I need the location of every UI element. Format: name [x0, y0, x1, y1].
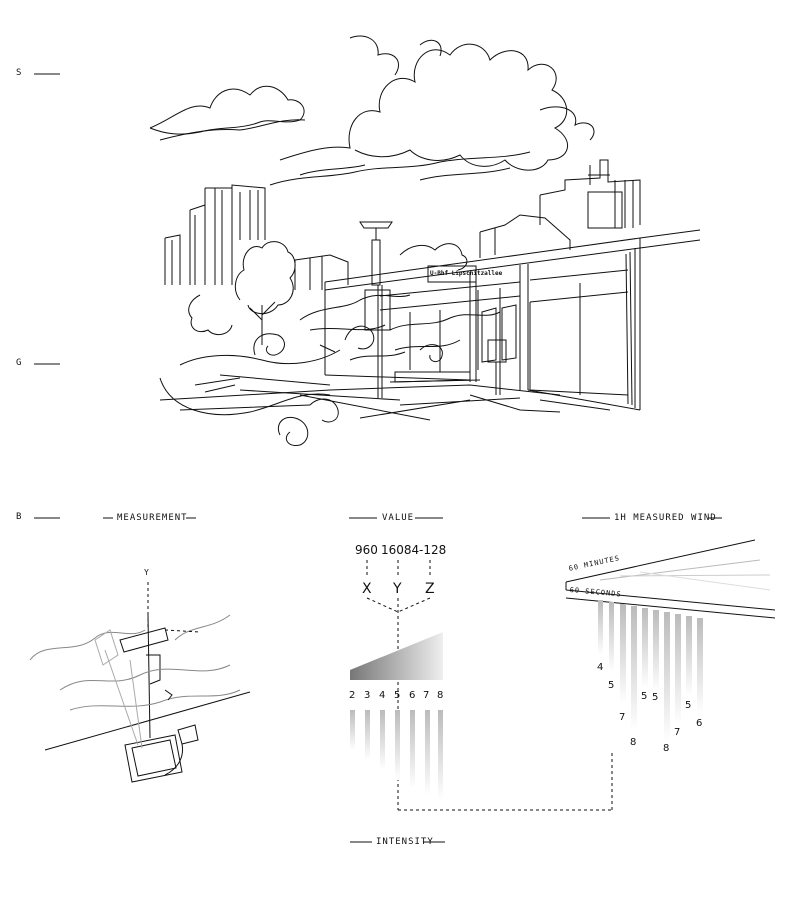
measurement-title: MEASUREMENT [117, 513, 188, 523]
scale-6: 6 [409, 690, 416, 701]
intensity-label: INTENSITY [376, 837, 434, 847]
side-label-g: G [16, 358, 23, 368]
mailbox [487, 339, 507, 395]
wind-bar-label-3: 7 [619, 712, 626, 723]
value-title: VALUE [382, 513, 415, 523]
scale-2: 2 [349, 690, 356, 701]
intensity-ramp [350, 632, 443, 680]
sensor-diagram [29, 582, 251, 783]
reading-x: 960 [355, 543, 378, 557]
wind-bars [598, 600, 703, 742]
wind-bar-label-9: 5 [685, 700, 692, 711]
wind-title: 1H MEASURED WIND [614, 513, 717, 523]
side-label-s: S [16, 68, 23, 78]
measurement-axis-label: Y [144, 568, 150, 577]
pavement [159, 374, 611, 421]
wind-bar-label-10: 6 [696, 718, 703, 729]
reading-z: -128 [419, 543, 447, 557]
wind-bar-label-8: 7 [674, 727, 681, 738]
storefront-sign: U-Bhf Lipschitzallee [430, 270, 503, 277]
storefront [324, 229, 701, 411]
background-buildings [164, 159, 641, 290]
wind-bar-label-2: 5 [608, 680, 615, 691]
axis-z: Z [425, 581, 435, 597]
wind-axes [565, 539, 776, 619]
scale-3: 3 [364, 690, 371, 701]
wind-bar-label-1: 4 [597, 662, 604, 673]
wind-bar-label-6: 5 [652, 692, 659, 703]
scale-8: 8 [437, 690, 444, 701]
lamp-post [359, 221, 393, 398]
wind-bar-label-7: 8 [663, 743, 670, 754]
wind-bar-label-4: 8 [630, 737, 637, 748]
side-label-b: B [16, 512, 23, 522]
clouds [149, 35, 595, 186]
wind-swirls [159, 294, 501, 447]
scale-4: 4 [379, 690, 386, 701]
trees [188, 241, 468, 345]
value-connectors [366, 560, 613, 811]
intensity-bars [350, 710, 443, 800]
wind-bar-label-5: 5 [641, 691, 648, 702]
scale-5: 5 [394, 690, 401, 701]
axis-x: X [362, 581, 372, 597]
reading-y: 16084 [381, 543, 420, 557]
scale-7: 7 [423, 690, 430, 701]
axis-y: Y [393, 581, 402, 597]
